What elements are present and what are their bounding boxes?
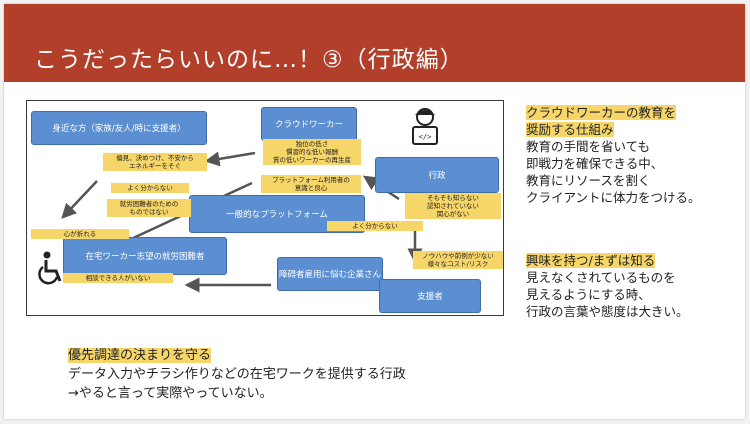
worker-laptop-icon: </> bbox=[412, 108, 438, 145]
title-bar: こうだったらいいのに…！③（行政編） bbox=[4, 4, 745, 82]
wheelchair-icon bbox=[38, 251, 62, 285]
incentive-body-1: 教育の手間を省いても bbox=[526, 139, 651, 154]
note-unclear-2: よく分からない bbox=[327, 221, 423, 231]
note-prejudice: 偏見、決めつけ、不安からエネルギーをそぐ bbox=[103, 153, 207, 171]
slide-title: こうだったらいいのに…！③（行政編） bbox=[34, 47, 464, 73]
gyosei-box: 行政 bbox=[375, 157, 499, 193]
incentive-heading-line-2: 奨励する仕組み bbox=[526, 122, 614, 137]
note-platform-awareness: プラットフォーム利用者の意識と良心 bbox=[261, 175, 361, 193]
crowdworker-box-label: クラウドワーカー bbox=[274, 120, 343, 130]
awareness-heading: 興味を持つ/まずは知る bbox=[526, 253, 656, 268]
slide: こうだったらいいのに…！③（行政編） 身近な方（家族/友人/時に支援者） クラウ… bbox=[4, 4, 745, 419]
svg-text:</>: </> bbox=[419, 133, 432, 141]
family-box: 身近な方（家族/友人/時に支援者） bbox=[31, 111, 207, 145]
note-unknown: そもそも知らない認知されていない関心がない bbox=[405, 193, 501, 219]
procurement-block: 優先調達の決まりを守る データ入力やチラシ作りなどの在宅ワークを提供する行政 →… bbox=[68, 346, 406, 403]
gyosei-box-label: 行政 bbox=[428, 171, 446, 181]
note-no-consult: 相談できる人がいない bbox=[63, 273, 173, 283]
note-unclear-1: よく分からない bbox=[111, 183, 189, 193]
procurement-body-1: データ入力やチラシ作りなどの在宅ワークを提供する行政 bbox=[68, 367, 406, 382]
incentive-body-3: 教育にリソースを割く bbox=[526, 173, 651, 188]
note-low-reward: 独位の低さ慣習的な低い報酬質の低いワーカーの再生産 bbox=[263, 139, 361, 165]
worker-seeker-box-label: 在宅ワーカー志望の就労困難者 bbox=[85, 252, 205, 262]
worker-seeker-box: 在宅ワーカー志望の就労困難者 bbox=[63, 237, 227, 275]
platform-box-label: 一般的なプラットフォーム bbox=[226, 210, 328, 220]
incentive-block: クラウドワーカーの教育を 奨励する仕組み 教育の手間を省いても 即戦力を確保でき… bbox=[526, 104, 701, 206]
procurement-body-2: →やると言って実際やっていない。 bbox=[68, 386, 273, 401]
crowdworker-box: クラウドワーカー bbox=[261, 107, 357, 141]
family-box-label: 身近な方（家族/友人/時に支援者） bbox=[52, 124, 186, 134]
awareness-body-2: 見えるようにする時、 bbox=[526, 287, 651, 302]
supporter-box-label: 支援者 bbox=[417, 292, 443, 302]
incentive-body-4: クライアントに体力をつける。 bbox=[526, 190, 701, 205]
awareness-block: 興味を持つ/まずは知る 見えなくされているものを 見えるようにする時、 行政の言… bbox=[526, 252, 689, 320]
note-not-for-them: 就労困難者のためのものではない bbox=[107, 199, 191, 217]
arrow-crowd-to-notes bbox=[204, 151, 256, 167]
awareness-body-1: 見えなくされているものを bbox=[526, 270, 676, 285]
incentive-heading-line-1: クラウドワーカーの教育を bbox=[526, 105, 677, 120]
note-know-how: ノウハウや前例が少ない様々なコスト/リスク bbox=[413, 251, 503, 269]
note-broken-heart: 心が折れる bbox=[31, 229, 129, 239]
company-box: 障碍者雇用に悩む企業さん bbox=[277, 257, 383, 291]
procurement-heading: 優先調達の決まりを守る bbox=[68, 348, 212, 363]
arrow-family-to-worker bbox=[61, 180, 98, 219]
incentive-body-2: 即戦力を確保できる中、 bbox=[526, 156, 664, 171]
awareness-body-3: 行政の言葉や態度は大きい。 bbox=[526, 304, 689, 319]
company-box-label: 障碍者雇用に悩む企業さん bbox=[278, 270, 381, 280]
stakeholder-diagram: 身近な方（家族/友人/時に支援者） クラウドワーカー 行政 一般的なプラットフォ… bbox=[26, 100, 504, 316]
supporter-box: 支援者 bbox=[379, 279, 481, 313]
